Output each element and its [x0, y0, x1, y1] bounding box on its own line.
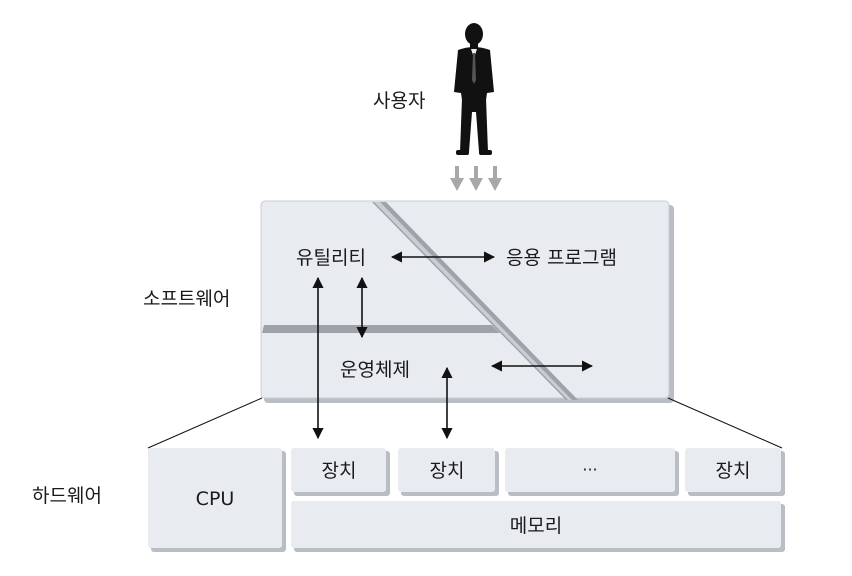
software-label: 소프트웨어	[143, 288, 230, 310]
device-label-ellipsis: ···	[582, 460, 597, 479]
perspective-line-left	[147, 397, 263, 449]
user-label: 사용자	[373, 90, 425, 112]
application-label: 응용 프로그램	[506, 247, 617, 269]
hardware-label: 하드웨어	[32, 485, 102, 507]
triple-down-arrow-icon	[450, 166, 502, 191]
device-label-1: 장치	[322, 460, 357, 482]
utility-label: 유틸리티	[296, 247, 366, 269]
memory-label: 메모리	[510, 515, 562, 537]
perspective-line-right	[667, 397, 783, 449]
device-label-4: 장치	[716, 460, 751, 482]
cpu-label: CPU	[196, 488, 235, 510]
device-label-2: 장치	[430, 460, 465, 482]
hardware-layer	[148, 448, 785, 552]
software-layer	[260, 200, 674, 403]
person-in-suit-icon	[454, 23, 494, 155]
os-label: 운영체제	[340, 359, 410, 381]
